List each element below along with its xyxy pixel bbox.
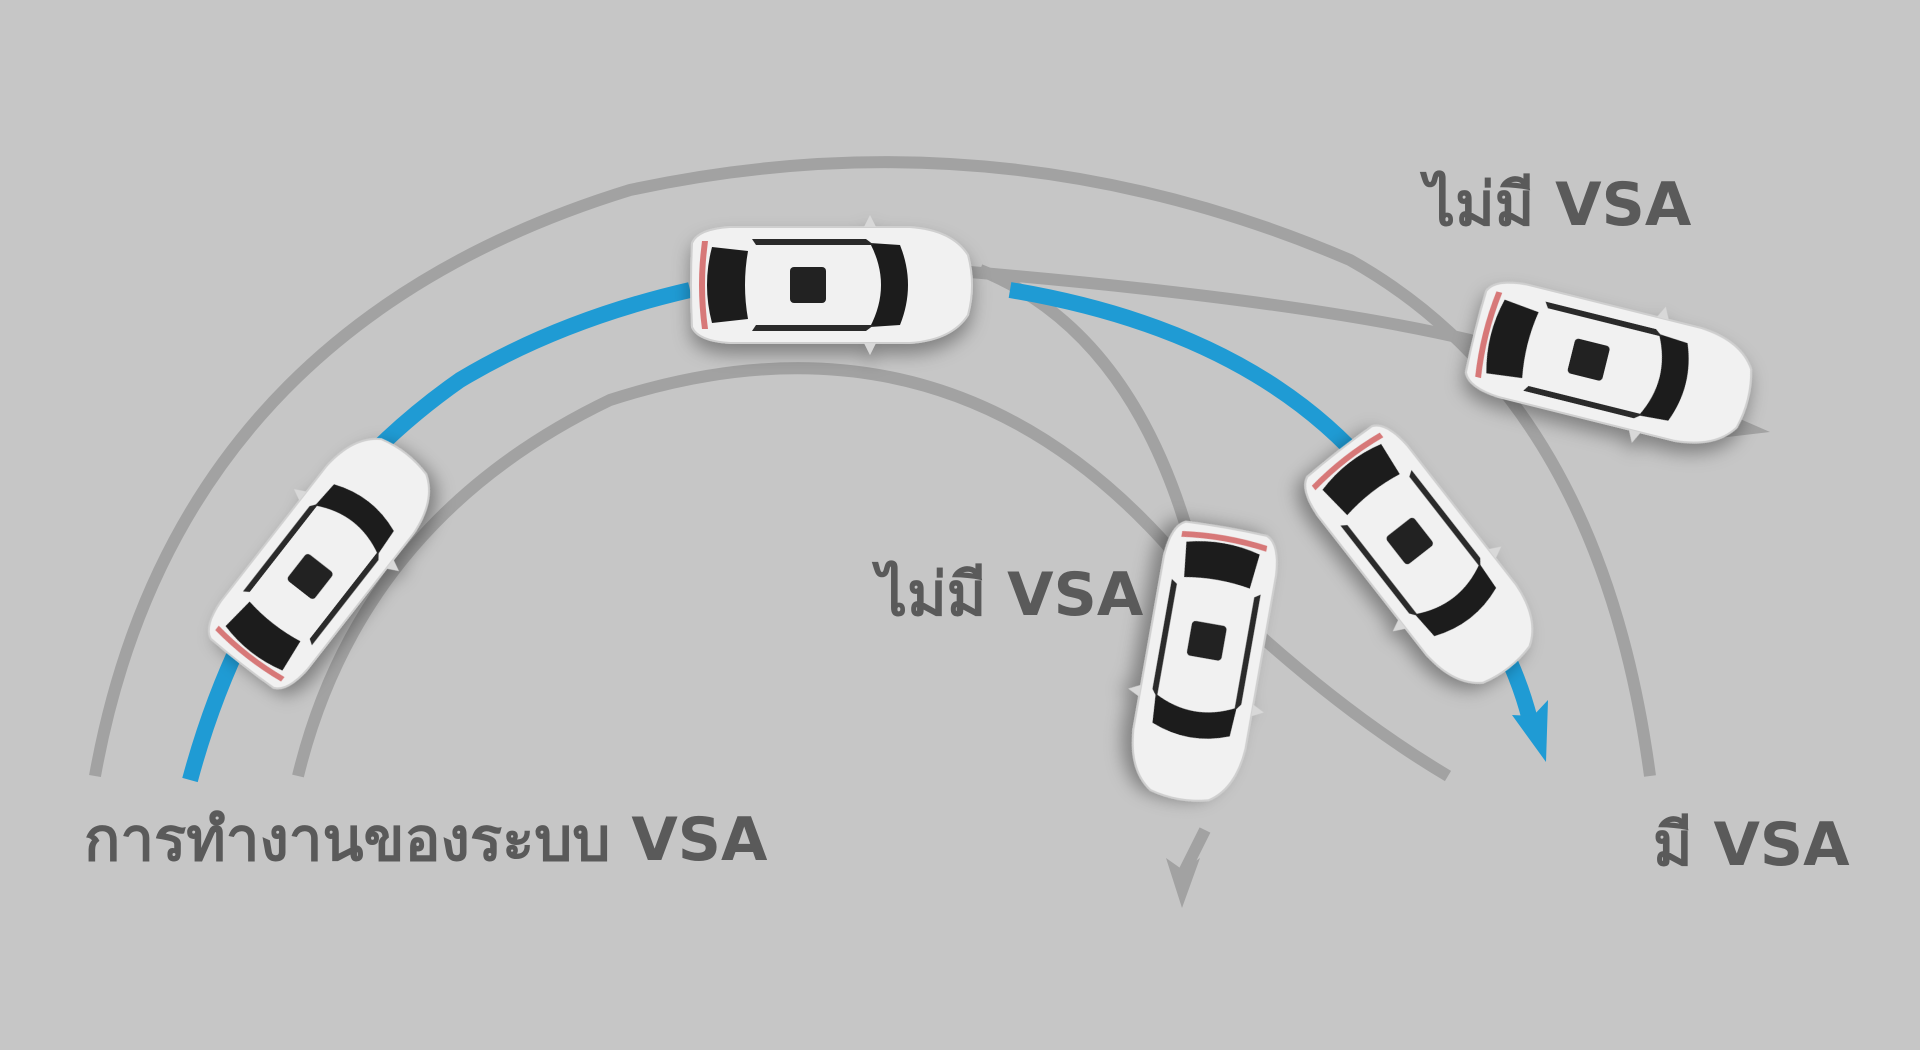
car-icon-right-mid — [1284, 407, 1564, 711]
inner-road-arc — [292, 362, 1452, 782]
car-icon-top — [690, 214, 973, 356]
arrow-icon-blue — [1512, 700, 1548, 762]
car-icon-right-upper — [1457, 262, 1766, 469]
without-vsa-label-upper: ไม่มี VSA — [1425, 170, 1692, 240]
without-vsa-label-lower: ไม่มี VSA — [877, 560, 1144, 630]
diagram-title: การทำงานของระบบ VSA — [84, 805, 768, 875]
vsa-path-left — [182, 282, 692, 783]
arrow-icon-down — [1166, 858, 1200, 908]
outer-road-arc — [89, 156, 1656, 778]
with-vsa-label: มี VSA — [1653, 810, 1850, 880]
